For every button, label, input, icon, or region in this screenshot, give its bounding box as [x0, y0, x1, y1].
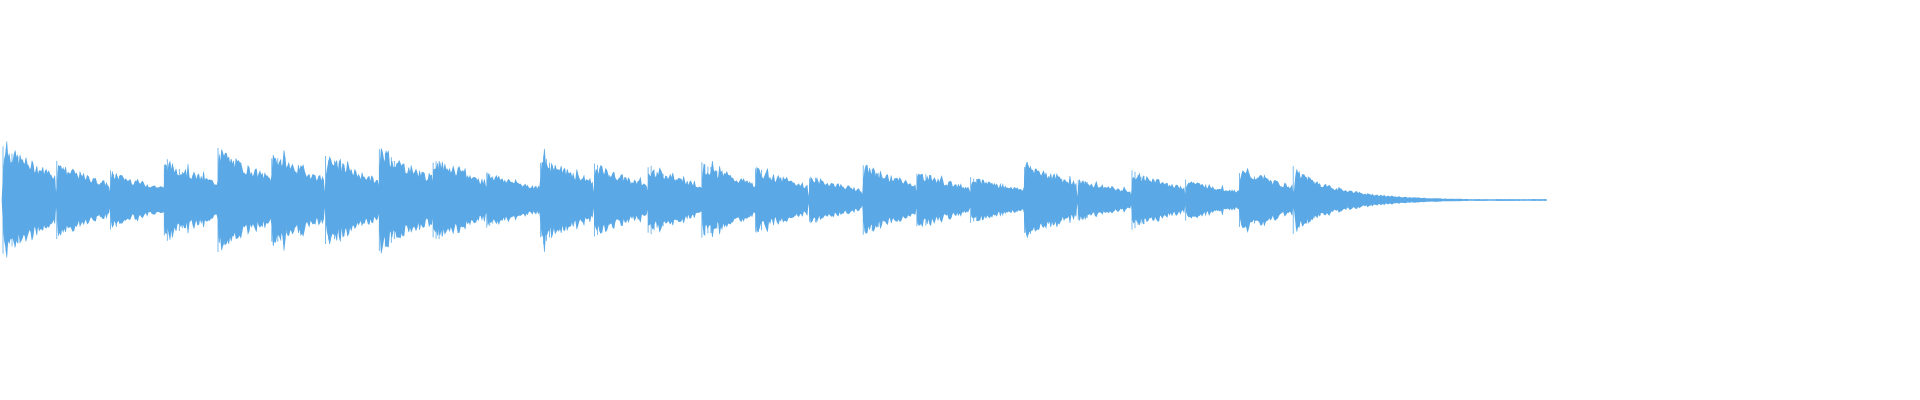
waveform-envelope	[1, 141, 1547, 258]
